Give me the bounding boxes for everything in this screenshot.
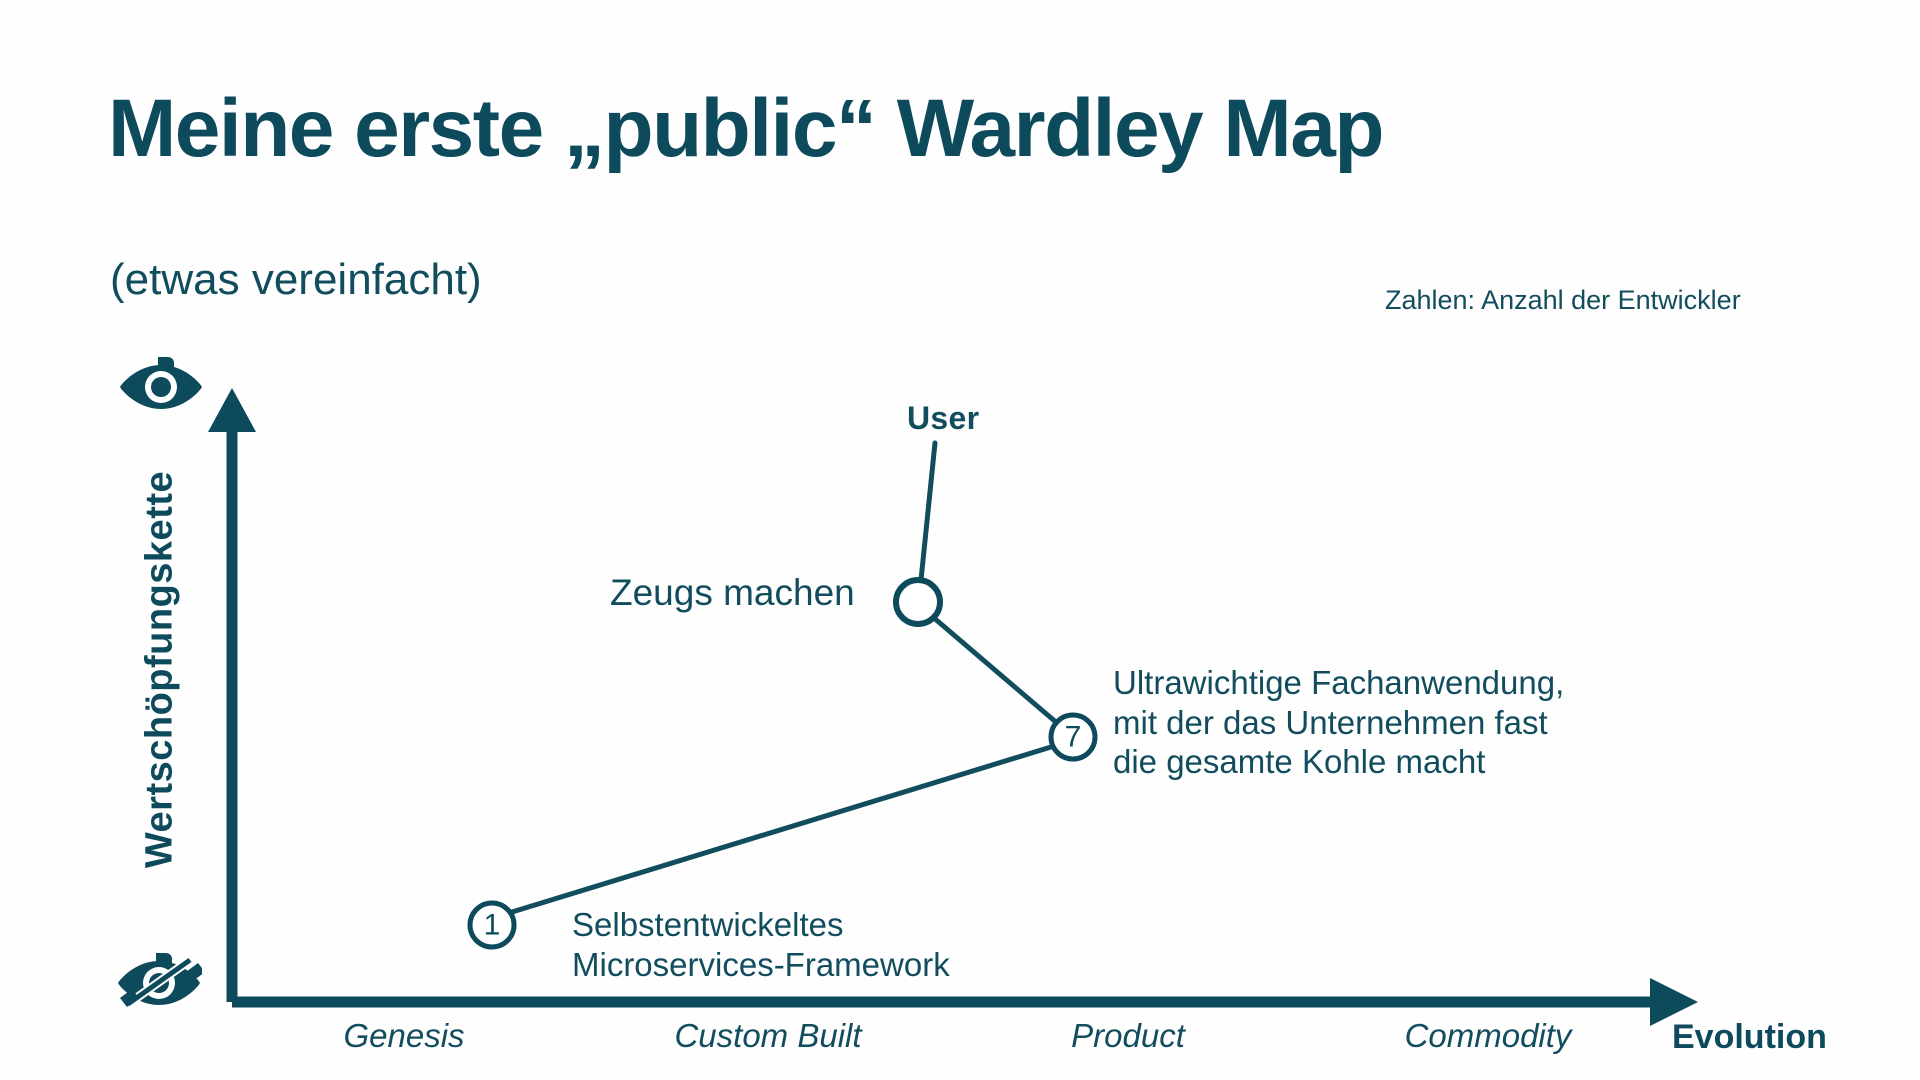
map-node-microservices-framework[interactable]: 1 [467, 900, 517, 950]
x-axis-tick-commodity: Commodity [1404, 1017, 1572, 1054]
legend-note: Zahlen: Anzahl der Entwickler [1385, 285, 1741, 315]
link-fachanwendung-to-microservices [509, 744, 1054, 915]
label-line: Ultrawichtige Fachanwendung, [1113, 664, 1565, 701]
map-node-developer-count-fachanwendung: 7 [1065, 721, 1082, 754]
link-zeugs-to-fachanwendung [931, 615, 1060, 726]
map-node-label-fachanwendung: Ultrawichtige Fachanwendung, mit der das… [1113, 663, 1564, 782]
label-line: Selbstentwickeltes [572, 906, 844, 943]
map-node-zeugs-machen[interactable] [893, 577, 943, 627]
map-anchor-label-user: User [907, 400, 980, 436]
y-axis-label: Wertschöpfungskette [138, 470, 181, 869]
map-node-fachanwendung[interactable]: 7 [1048, 712, 1098, 762]
map-node-label-zeugs-machen: Zeugs machen [610, 572, 855, 613]
x-axis-tick-product: Product [1071, 1017, 1185, 1054]
page-title: Meine erste „public“ Wardley Map [108, 83, 1384, 174]
label-line: Microservices-Framework [572, 945, 950, 983]
y-axis [208, 388, 256, 1002]
eye-hidden-icon [116, 948, 205, 1018]
map-node-developer-count-microservices: 1 [484, 909, 501, 942]
x-axis-tick-genesis: Genesis [343, 1017, 465, 1054]
eye-visible-icon [118, 352, 204, 422]
page-subtitle: (etwas vereinfacht) [110, 255, 482, 304]
label-line: die gesamte Kohle macht [1113, 743, 1486, 781]
label-line: mit der das Unternehmen fast [1113, 703, 1548, 741]
x-axis-tick-custom-built: Custom Built [674, 1017, 862, 1054]
map-node-label-microservices-framework: Selbstentwickeltes Microservices-Framewo… [572, 905, 950, 984]
link-user-to-zeugs [918, 440, 938, 583]
x-axis-title: Evolution [1672, 1018, 1827, 1056]
